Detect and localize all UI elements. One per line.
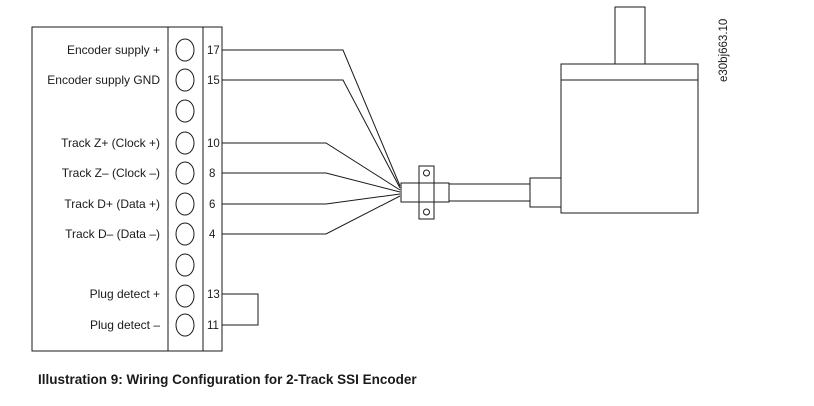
terminal-number: 8: [209, 168, 215, 180]
terminal-screw: [175, 284, 195, 308]
terminal-screw: [175, 68, 195, 92]
terminal-block: [31, 26, 223, 352]
terminal-number: 10: [207, 138, 220, 150]
wire-8: [222, 172, 401, 193]
figure-code: e30bj663.10: [718, 19, 730, 82]
terminal-screw: [175, 38, 195, 62]
terminal-label: Encoder supply +: [67, 43, 160, 57]
encoder-body: [560, 63, 699, 214]
terminal-number: 4: [209, 229, 216, 241]
terminal-label: Encoder supply GND: [47, 73, 160, 87]
terminal-number: 15: [207, 75, 220, 87]
terminal-number: 6: [209, 199, 215, 211]
terminal-screw: [175, 192, 195, 216]
terminal-label: Track D– (Data –): [65, 227, 160, 241]
gland-screw-top: [423, 169, 430, 177]
gland-clamp: [418, 165, 435, 220]
encoder-connector: [529, 177, 562, 208]
wire-15: [222, 79, 401, 189]
wire-4: [222, 195, 401, 235]
terminal-label: Plug detect –: [90, 318, 160, 332]
terminal-screw: [175, 161, 195, 185]
plug-detect-jumper: [222, 293, 259, 326]
terminal-number: 11: [207, 320, 219, 332]
wire-6: [222, 193, 401, 205]
terminal-label: Track Z+ (Clock +): [61, 136, 160, 150]
terminal-labels: Encoder supply + Encoder supply GND Trac…: [47, 43, 160, 332]
terminal-number: 17: [207, 45, 220, 57]
gland-screw-bottom: [423, 208, 430, 216]
terminal-screw: [175, 313, 195, 337]
terminal-label: Plug detect +: [90, 287, 160, 301]
terminal-screw: [175, 222, 195, 246]
terminal-numbers: 17 15 10 8 6 4 13 11: [207, 45, 220, 332]
terminal-screw: [175, 253, 195, 277]
figure-caption: Illustration 9: Wiring Configuration for…: [38, 372, 417, 387]
terminal-screw: [175, 131, 195, 155]
wire-17: [222, 49, 401, 187]
terminal-label: Track Z– (Clock –): [62, 166, 160, 180]
encoder-shaft: [614, 6, 646, 65]
cable-gland: [400, 182, 450, 203]
terminal-label: Track D+ (Data +): [64, 197, 160, 211]
terminal-number: 13: [207, 289, 220, 301]
terminal-screw: [175, 99, 195, 123]
wire-10: [222, 142, 401, 191]
